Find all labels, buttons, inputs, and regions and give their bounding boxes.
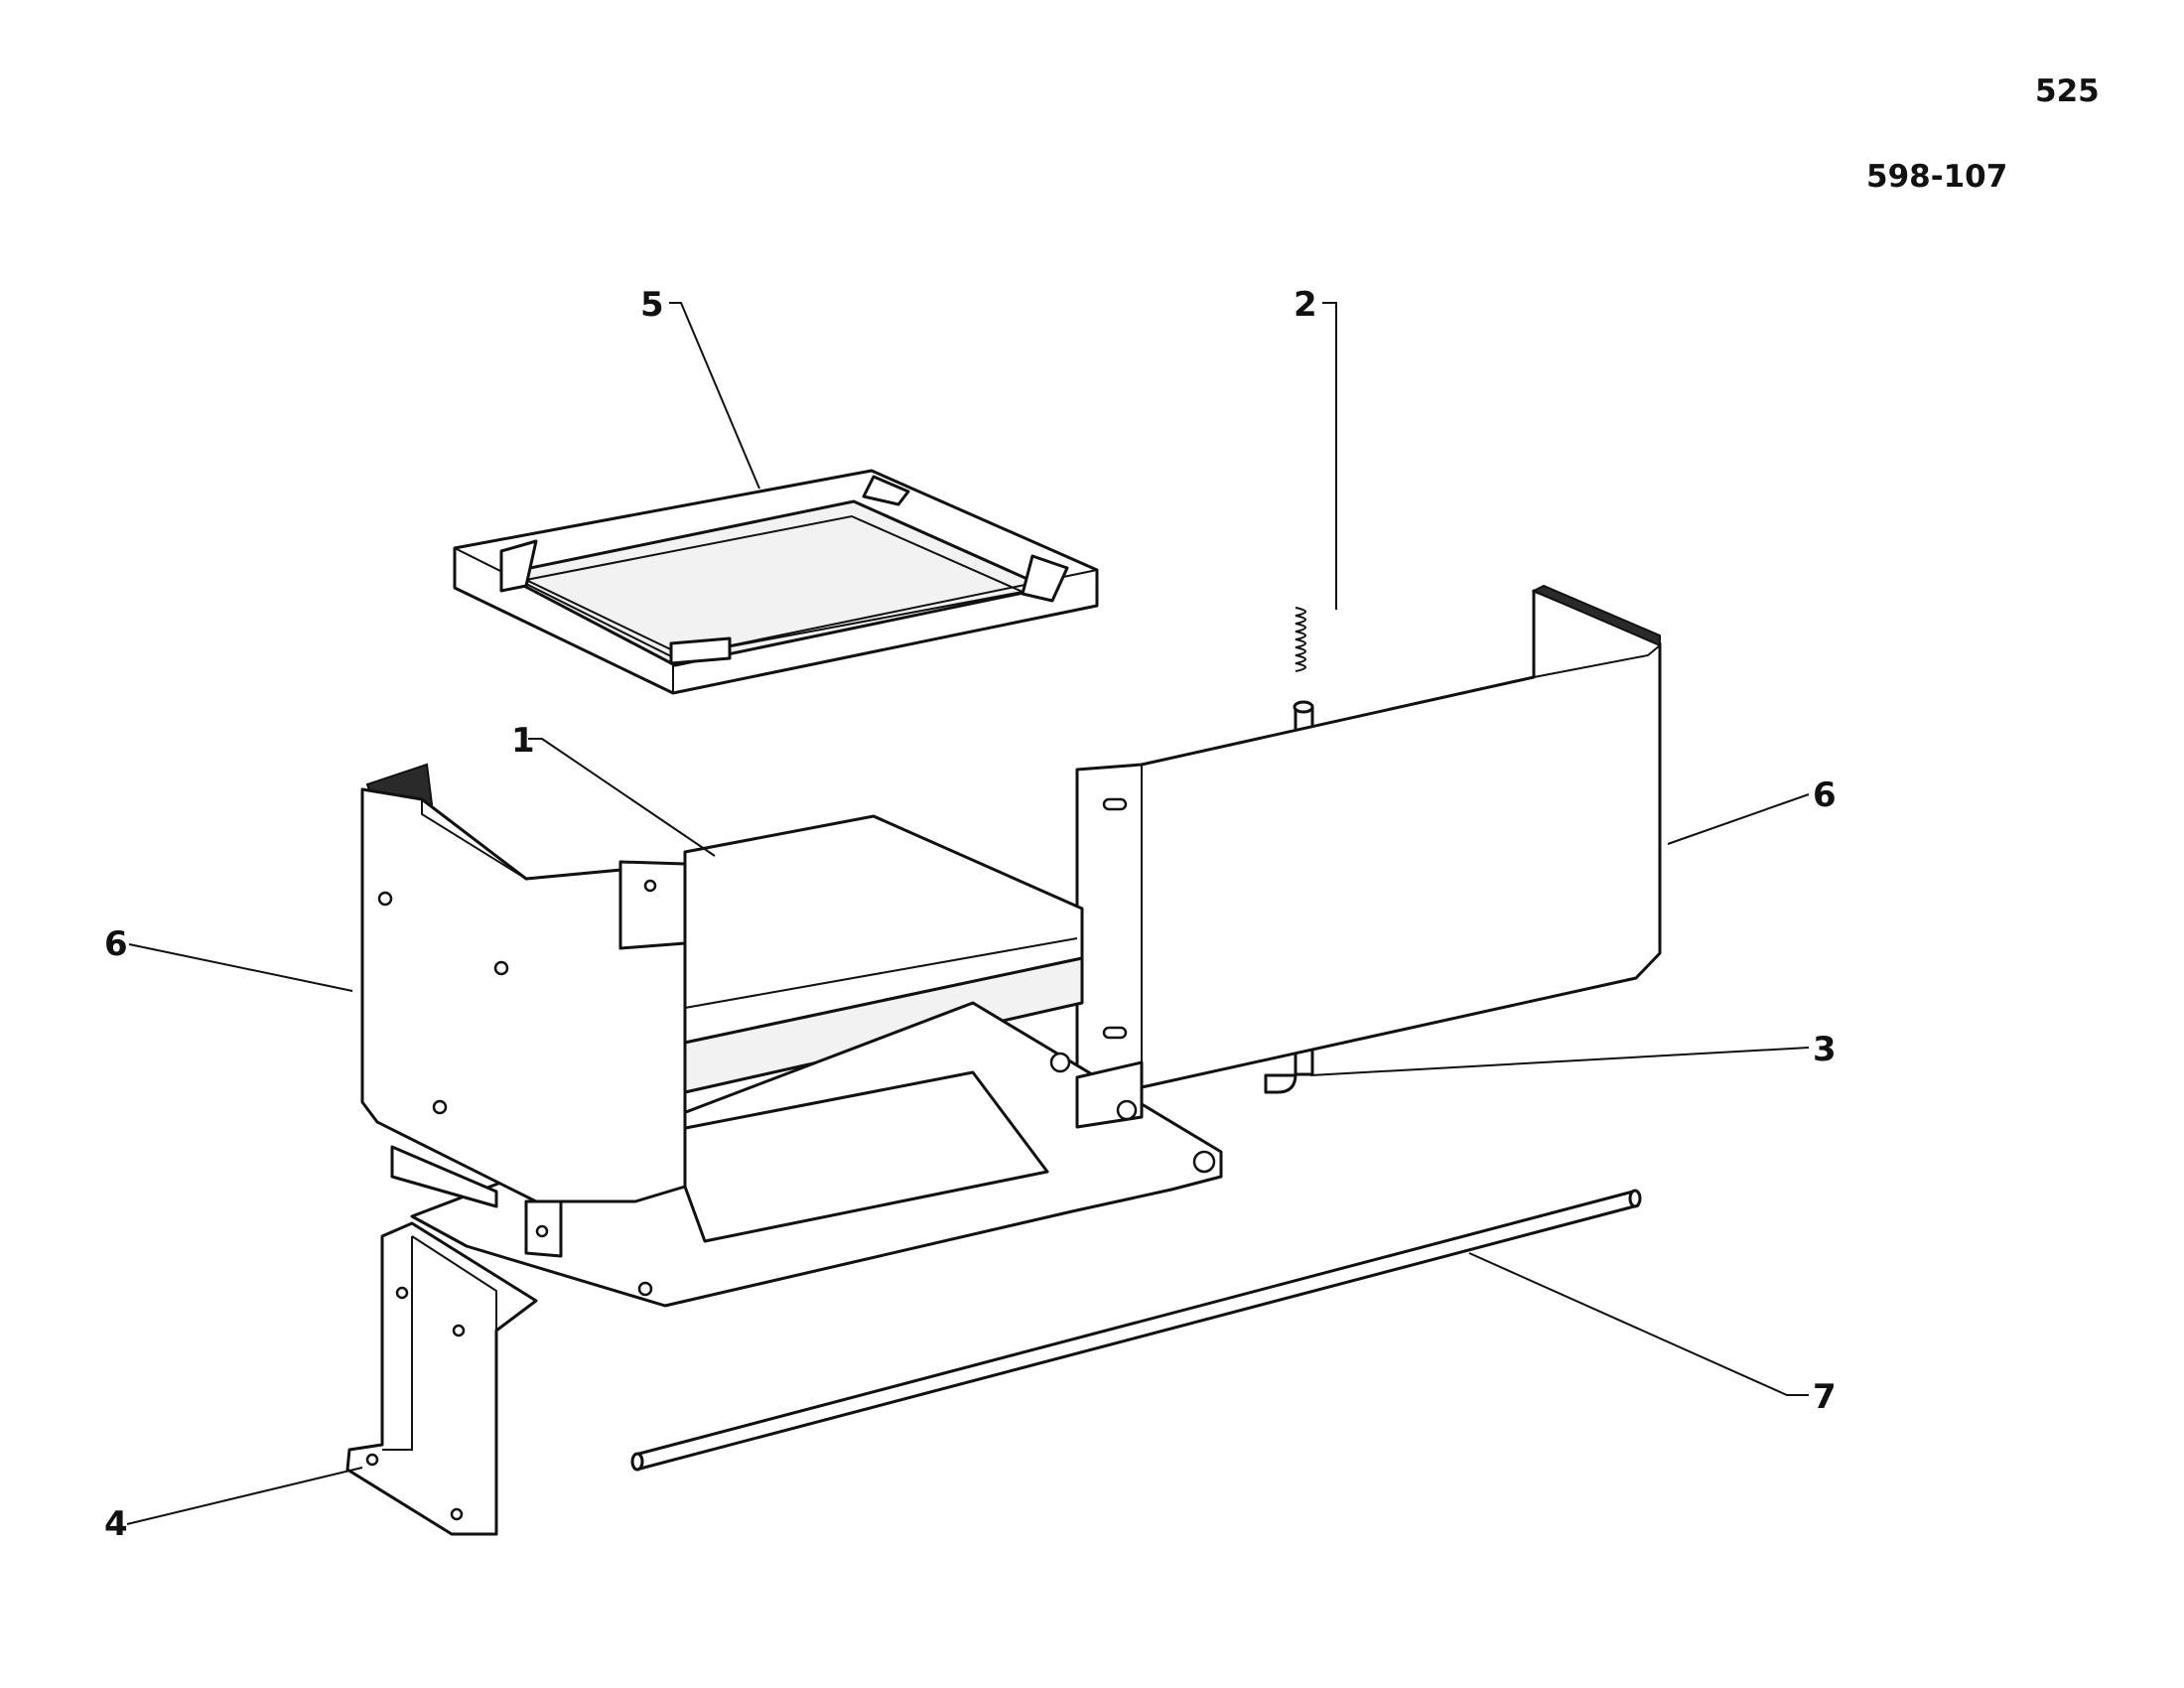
leader-5 — [669, 302, 760, 490]
leader-lines — [126, 302, 1810, 1525]
callout-1: 1 — [511, 721, 535, 761]
rod-part-7 — [630, 1189, 1642, 1472]
callout-3: 3 — [1813, 1030, 1837, 1069]
shield-right-part-6 — [1075, 584, 1662, 1094]
page-number: 525 — [2035, 73, 2100, 109]
leader-2 — [1322, 302, 1337, 610]
spring-part-2 — [1295, 607, 1306, 672]
callout-6-right: 6 — [1813, 775, 1837, 815]
callout-labels: 5 2 1 6 6 3 7 4 — [104, 285, 1837, 1544]
leader-7 — [1468, 1252, 1809, 1396]
leader-6a — [128, 943, 353, 992]
callout-6-left: 6 — [104, 924, 128, 964]
battery-tray-part-1 — [410, 814, 1223, 1308]
figure-code: 598-107 — [1866, 159, 2008, 195]
leader-1 — [528, 738, 716, 857]
callout-4: 4 — [104, 1504, 128, 1544]
lid-frame-part-5 — [453, 469, 1099, 695]
shield-left-part-6 — [360, 763, 687, 1258]
callout-7: 7 — [1813, 1377, 1837, 1417]
leader-6b — [1667, 793, 1810, 845]
callout-2: 2 — [1294, 285, 1317, 325]
mounting-bracket-part-4 — [345, 1221, 538, 1536]
leader-3 — [1309, 1047, 1810, 1076]
leader-4 — [126, 1467, 363, 1525]
callout-5: 5 — [640, 285, 664, 325]
